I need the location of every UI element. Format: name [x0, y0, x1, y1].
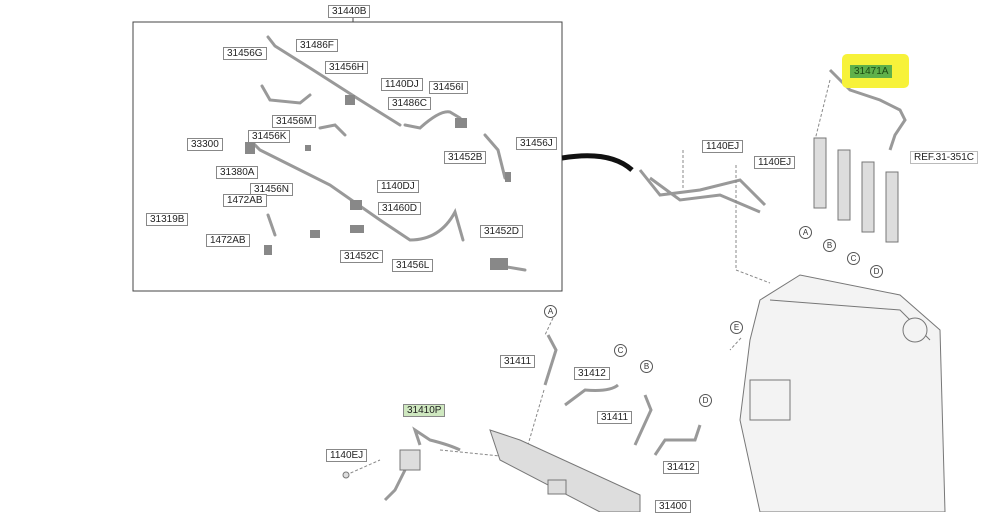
label-31411[interactable]: 31411 [500, 355, 536, 368]
label-1140EJ[interactable]: 1140EJ [702, 140, 744, 153]
ref-circle-D-bottom: D [699, 394, 712, 407]
label-31319B[interactable]: 31319B [146, 213, 189, 226]
label-1140DJ-2[interactable]: 1140DJ [377, 180, 419, 193]
label-1472AB[interactable]: 1472AB [223, 194, 267, 207]
label-1472AB-2[interactable]: 1472AB [206, 234, 250, 247]
label-31452C[interactable]: 31452C [340, 250, 384, 263]
label-1140EJ-2[interactable]: 1140EJ [754, 156, 796, 169]
ref-circle-D: D [870, 265, 883, 278]
label-31412-2[interactable]: 31412 [663, 461, 699, 474]
label-31456I[interactable]: 31456I [429, 81, 468, 94]
label-31456H[interactable]: 31456H [325, 61, 369, 74]
label-1140EJ-bottom[interactable]: 1140EJ [326, 449, 368, 462]
label-31452B[interactable]: 31452B [444, 151, 487, 164]
label-1140DJ[interactable]: 1140DJ [381, 78, 423, 91]
high-pressure-pipes [383, 334, 702, 502]
label-31440B[interactable]: 31440B [328, 5, 371, 18]
ref-circle-E: E [730, 321, 743, 334]
ref-circle-C-bottom: C [614, 344, 627, 357]
return-hoses [248, 35, 527, 272]
label-31456N[interactable]: 31456N [250, 183, 294, 196]
harness-fittings [245, 95, 511, 270]
label-31412[interactable]: 31412 [574, 367, 610, 380]
ref-circle-B-bottom: B [640, 360, 653, 373]
label-31380A[interactable]: 31380A [216, 166, 259, 179]
label-31486C[interactable]: 31486C [388, 97, 432, 110]
label-31456J[interactable]: 31456J [516, 137, 557, 150]
label-31400[interactable]: 31400 [655, 500, 691, 513]
label-31471A-selected[interactable]: 31471A [850, 65, 893, 78]
label-31486F[interactable]: 31486F [296, 39, 338, 52]
label-33300[interactable]: 33300 [187, 138, 223, 151]
label-31410P[interactable]: 31410P [403, 404, 446, 417]
label-31456K[interactable]: 31456K [248, 130, 291, 143]
ref-circle-A: A [799, 226, 812, 239]
engine-block [739, 274, 946, 512]
label-31452D[interactable]: 31452D [480, 225, 524, 238]
ref-circle-C: C [847, 252, 860, 265]
ref-circle-B: B [823, 239, 836, 252]
label-ref-31-351C[interactable]: REF.31-351C [910, 151, 979, 164]
injectors [813, 137, 899, 243]
label-31460D[interactable]: 31460D [378, 202, 422, 215]
group-pointer-arrow [561, 153, 634, 172]
label-31456G[interactable]: 31456G [223, 47, 267, 60]
label-31411-2[interactable]: 31411 [597, 411, 633, 424]
ref-circle-A-bottom: A [544, 305, 557, 318]
right-return-harness [638, 68, 907, 214]
common-rail [342, 429, 641, 512]
label-31456L[interactable]: 31456L [392, 259, 434, 272]
label-31456M[interactable]: 31456M [272, 115, 317, 128]
